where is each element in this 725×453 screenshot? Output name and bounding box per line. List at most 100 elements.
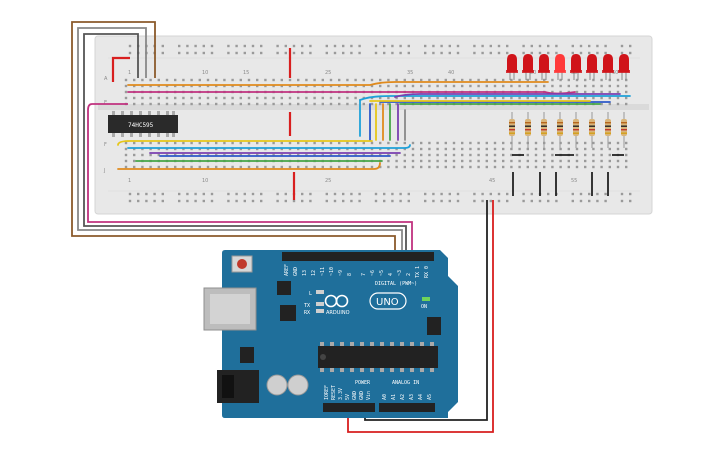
pin-label-a0: A0: [382, 394, 388, 400]
breadboard[interactable]: A E F J 1 10 15 25 35 40 50 55 60 1 10 2…: [94, 35, 653, 215]
led[interactable]: [506, 54, 518, 80]
pin-label-a2: A2: [400, 394, 406, 400]
icsp-header-left: [277, 281, 291, 295]
pin-label-3: ~3: [397, 270, 403, 276]
chip-label: 74HC595: [128, 122, 154, 129]
pin-label-7: 7: [361, 273, 367, 276]
resistor[interactable]: [621, 112, 627, 148]
wire-dkgray: [83, 33, 407, 256]
led-row[interactable]: [506, 54, 630, 80]
digital-header[interactable]: [282, 252, 434, 261]
analog-header-label: ANALOG IN: [392, 380, 419, 386]
pin-label-ioref: IOREF: [324, 385, 330, 400]
wire-gray: [77, 27, 403, 256]
power-pin-labels: IOREF RESET 3.3V 5V GND GND Vin: [324, 385, 372, 400]
led[interactable]: [618, 54, 630, 80]
pin-label-reset: RESET: [331, 385, 337, 400]
pin-label-11: ~11: [320, 267, 326, 276]
wire-cyan-bottom: [127, 144, 411, 149]
col-number-35: 35: [407, 70, 413, 76]
resistor[interactable]: [557, 112, 563, 148]
wire-yellow-bottom: [117, 140, 373, 146]
rail-jumpers[interactable]: [111, 48, 296, 200]
shift-register-chip[interactable]: 74HC595: [108, 111, 178, 137]
resistor[interactable]: [525, 112, 531, 148]
led[interactable]: [570, 54, 582, 80]
led-label-tx: TX: [304, 303, 310, 309]
wire-blue-top: [359, 95, 631, 101]
pin-label-10: ~10: [329, 267, 335, 276]
col-number-15: 15: [243, 70, 249, 76]
breadboard-wires[interactable]: [117, 81, 631, 170]
voltage-regulator: [240, 347, 254, 363]
led-ground-wires[interactable]: [512, 154, 624, 196]
pin-label-tx: TX 1: [415, 266, 421, 278]
arduino-uno-board[interactable]: AREF GND 13 12 ~11 ~10 ~9 8 7 ~6 ~5 4 ~3…: [203, 250, 458, 418]
col-number-bottom-10: 10: [202, 178, 208, 184]
led[interactable]: [586, 54, 598, 80]
wire-brown: [71, 21, 396, 256]
led[interactable]: [554, 54, 566, 80]
led-label-l: L: [309, 291, 312, 297]
row-letter-a: A: [104, 76, 108, 82]
pin-label-3v3: 3.3V: [338, 388, 344, 400]
pin-label-8: 8: [347, 273, 353, 276]
capacitor-right: [287, 374, 309, 396]
wire-magenta: [87, 103, 413, 256]
pin-label-vin: Vin: [366, 391, 372, 400]
led[interactable]: [602, 54, 614, 80]
col-number-60: 60: [612, 70, 618, 76]
wire-orange-bottom: [117, 162, 381, 170]
row-letter-f: F: [104, 142, 107, 148]
resistor[interactable]: [573, 112, 579, 148]
row-letter-e: E: [104, 100, 107, 106]
small-chip: [280, 305, 296, 321]
led-label-on: ON: [421, 304, 427, 310]
atmega-chip: [318, 346, 438, 368]
led-label-rx: RX: [304, 310, 310, 316]
resistor[interactable]: [541, 112, 547, 148]
pin-label-9: ~9: [338, 270, 344, 276]
uno-text: UNO: [376, 297, 399, 308]
pin-label-aref: AREF: [284, 264, 290, 276]
col-number-bottom-55: 55: [571, 178, 577, 184]
digital-pin-labels: AREF GND 13 12 ~11 ~10 ~9 8 7 ~6 ~5 4 ~3…: [284, 264, 430, 278]
uno-badge: UNO: [369, 292, 407, 310]
pin-label-gnd1: GND: [352, 391, 358, 400]
col-number-10: 10: [202, 70, 208, 76]
pin-label-5: ~5: [379, 270, 385, 276]
col-number-bottom-1: 1: [128, 178, 131, 184]
resistor[interactable]: [589, 112, 595, 148]
pin-label-a1: A1: [391, 394, 397, 400]
power-header-label: POWER: [355, 380, 371, 386]
wire-5v-red: [347, 200, 494, 433]
analog-header[interactable]: [379, 403, 435, 412]
resistor-row[interactable]: [509, 112, 627, 148]
pin-label-12: 12: [311, 270, 317, 276]
status-leds: L TX RX ON: [304, 290, 430, 316]
arduino-wires[interactable]: [71, 21, 494, 433]
col-number-bottom-25: 25: [325, 178, 331, 184]
arduino-logo: ARDUINO: [324, 294, 350, 316]
led[interactable]: [522, 54, 534, 80]
resistor[interactable]: [605, 112, 611, 148]
row-letter-j: J: [103, 168, 105, 174]
pin-label-a4: A4: [418, 394, 424, 400]
pin-label-gnd: GND: [293, 267, 299, 276]
pin-label-5v: 5V: [345, 394, 351, 400]
capacitor-left: [266, 374, 288, 396]
red-jumper-left: [111, 56, 130, 82]
power-header[interactable]: [323, 403, 375, 412]
wire-purple-top: [394, 93, 621, 98]
pin-label-13: 13: [302, 270, 308, 276]
pin-label-a3: A3: [409, 394, 415, 400]
icsp-header-right: [427, 317, 441, 335]
col-number-bottom-45: 45: [489, 178, 495, 184]
col-number-40: 40: [448, 70, 454, 76]
digital-header-label: DIGITAL (PWM~): [375, 281, 417, 287]
pin-label-2: 2: [406, 273, 412, 276]
logo-text: ARDUINO: [326, 310, 350, 316]
led[interactable]: [538, 54, 550, 80]
resistor[interactable]: [509, 112, 515, 148]
